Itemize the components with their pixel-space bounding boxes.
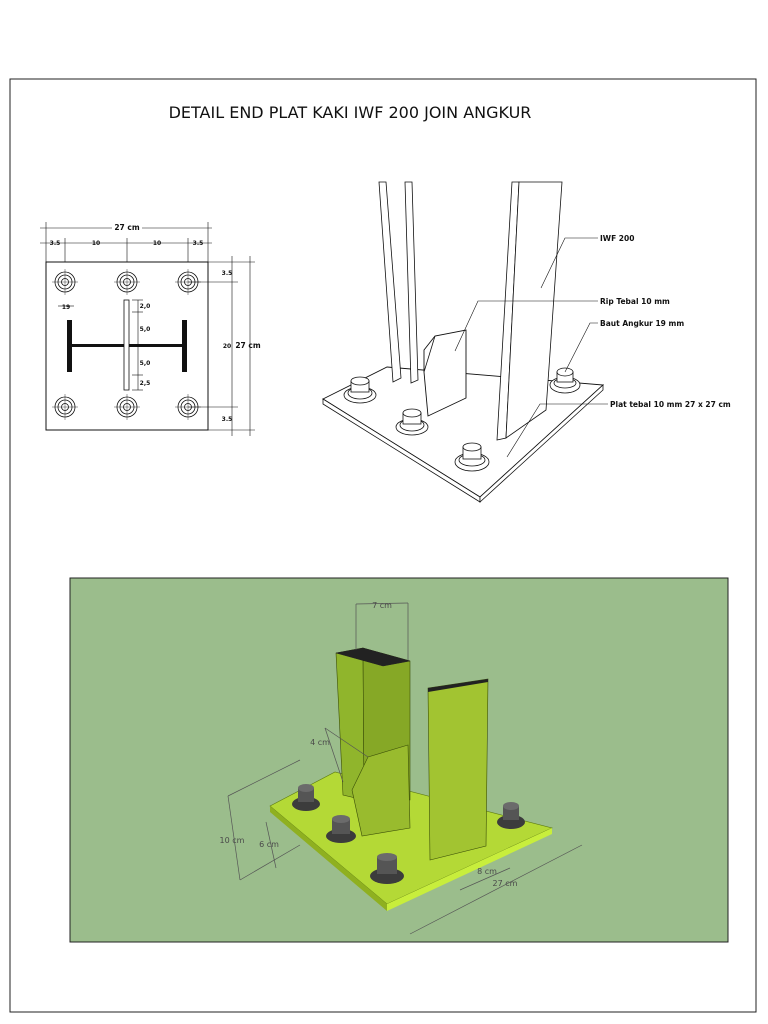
plan-right-dimensions xyxy=(188,256,255,436)
model-dim-rib-top: 4 cm xyxy=(310,738,330,747)
plan-dim-right-bot: 3.5 xyxy=(222,416,233,423)
plan-bolt xyxy=(52,394,78,420)
plan-dim-mid-left: 10 xyxy=(92,240,100,247)
iso-view: IWF 200 Rip Tebal 10 mm Baut Angkur 19 m… xyxy=(322,181,731,503)
iso-bolt xyxy=(454,442,490,472)
plan-dim-rib-d: 2,5 xyxy=(140,380,151,387)
drawing-title: DETAIL END PLAT KAKI IWF 200 JOIN ANGKUR xyxy=(169,103,532,122)
plan-dim-right-mid: 20 xyxy=(223,343,231,350)
iso-bolt xyxy=(549,367,581,394)
plan-dim-mid-right: 10 xyxy=(153,240,161,247)
iso-front-flange xyxy=(496,181,563,441)
plan-dim-right-total: 27 cm xyxy=(235,341,260,350)
iso-bolt xyxy=(343,376,377,404)
model-rib-plate xyxy=(351,744,411,837)
plan-bolt xyxy=(52,269,78,295)
iso-label-rib: Rip Tebal 10 mm xyxy=(600,297,670,306)
plan-dim-rib-a: 2,0 xyxy=(140,303,151,310)
plan-bolt-holes xyxy=(52,269,201,420)
plan-dim-edge-left: 3.5 xyxy=(50,240,61,247)
plan-dim-bolt: 19 xyxy=(62,304,70,311)
iso-bolt xyxy=(395,408,429,436)
model-bolt xyxy=(370,853,404,884)
iso-bolts xyxy=(343,367,581,472)
model-bolt xyxy=(497,802,525,829)
model-dim-height-rib: 6 cm xyxy=(259,840,279,849)
model-bolt xyxy=(292,784,320,811)
model-bolt xyxy=(326,815,356,843)
model-dim-plate: 27 cm xyxy=(493,879,518,888)
plan-dim-right-top: 3.5 xyxy=(222,270,233,277)
model-3d-panel: 7 cm 4 cm 10 cm 6 cm 8 cm 27 cm xyxy=(69,577,729,943)
iso-leaders xyxy=(454,237,608,458)
plan-dim-rib-b: 5,0 xyxy=(140,326,151,333)
plan-dim-edge-right: 3.5 xyxy=(193,240,204,247)
plan-rib-plate xyxy=(123,299,130,391)
model-dimension-lines xyxy=(227,602,583,935)
iso-label-plate: Plat tebal 10 mm 27 x 27 cm xyxy=(610,400,731,409)
model-dim-flange: 7 cm xyxy=(372,601,392,610)
plan-bolt xyxy=(114,269,140,295)
plan-view: 27 cm 3.5 10 10 3.5 19 2,0 5,0 5,0 2,5 xyxy=(40,222,261,436)
plan-rib-dimensions xyxy=(132,299,143,391)
plan-dim-total-top: 27 cm xyxy=(114,223,139,232)
iso-back-flange xyxy=(378,181,419,384)
plan-bolt xyxy=(114,394,140,420)
iso-label-iwf: IWF 200 xyxy=(600,234,634,243)
iso-label-bolt: Baut Angkur 19 mm xyxy=(600,319,684,328)
model-bolts xyxy=(292,784,525,884)
model-dim-height-total: 10 cm xyxy=(220,836,245,845)
model-dim-rib-length: 8 cm xyxy=(477,867,497,876)
plan-dim-rib-c: 5,0 xyxy=(140,360,151,367)
model-front-flange xyxy=(427,678,489,861)
